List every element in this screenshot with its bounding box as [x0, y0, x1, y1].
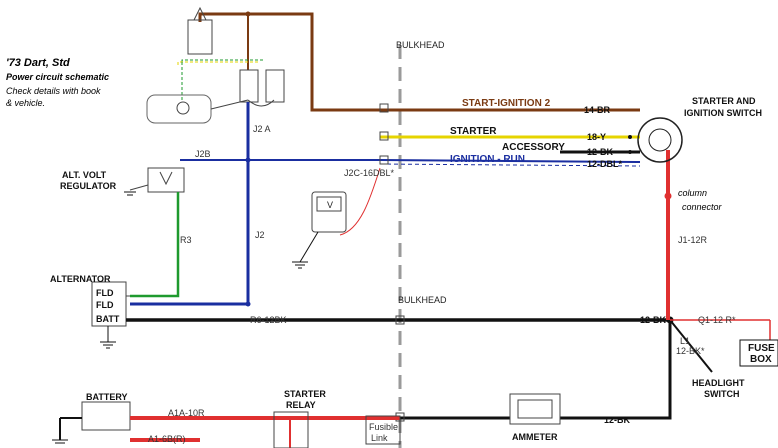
- switch-terminal-starter: [628, 135, 632, 139]
- fusible-link: [365, 415, 401, 445]
- wire-12bk-acc-label: 12-BK: [587, 147, 614, 157]
- start-ign2-label: START-IGNITION 2: [462, 98, 551, 109]
- headlight-label-2: SWITCH: [704, 389, 740, 399]
- column-label-2: connector: [682, 202, 723, 212]
- ignition-switch: [637, 117, 683, 163]
- ballast-link: [247, 99, 275, 107]
- battery: [81, 401, 131, 431]
- brown-junction: [245, 11, 251, 17]
- blue-junction-top: [245, 157, 251, 163]
- a1a-label: A1A-10R: [168, 408, 205, 418]
- fld-label-2: FLD: [96, 300, 114, 310]
- voltmeter-v-label: V: [327, 200, 333, 210]
- r6-label: R6-12BK: [250, 315, 287, 325]
- battery-ground-icon: [52, 439, 68, 444]
- starter-relay: [273, 411, 309, 448]
- j2b-label: J2B: [195, 149, 211, 159]
- meter-ground-icon: [292, 261, 308, 269]
- j2-label: J2: [255, 230, 265, 240]
- accessory-label: ACCESSORY: [502, 142, 565, 153]
- headlight-label-1: HEADLIGHT: [692, 378, 745, 388]
- alternator-ground-icon: [100, 341, 116, 349]
- fusible-label-2: Link: [371, 433, 388, 443]
- switch-terminal-acc: [628, 150, 632, 154]
- column-label-1: column: [678, 188, 707, 198]
- diagram-title: '73 Dart, Std: [6, 57, 70, 69]
- fld-label-1: FLD: [96, 288, 114, 298]
- brown-wire-start-ign2: [198, 12, 640, 112]
- j1-12r-label: J1-12R: [678, 235, 708, 245]
- j2a-label: J2 A: [253, 124, 271, 134]
- note-line-2: & vehicle.: [6, 98, 45, 108]
- black-wire-ammeter: [560, 320, 672, 420]
- a1-6b-label: A1-6B(R): [148, 434, 186, 444]
- battery-label: BATTERY: [86, 392, 128, 402]
- wire-18y-label: 18-Y: [587, 132, 606, 142]
- distributor-rotor: [176, 101, 190, 115]
- distributor-lead: [210, 99, 249, 110]
- blue-dash-wire: [379, 163, 641, 167]
- diagram-subtitle: Power circuit schematic: [6, 72, 109, 82]
- ballast-resistor-2: [265, 69, 285, 103]
- wire-12bk-main-label: 12-BK: [640, 315, 667, 325]
- alternator-label: ALTERNATOR: [50, 274, 111, 284]
- ammeter-face: [517, 399, 553, 419]
- voltmeter-display: [316, 196, 342, 212]
- ign-run-label: IGNITION - RUN: [450, 154, 525, 165]
- bulkhead-label-mid: BULKHEAD: [398, 295, 447, 305]
- regulator-contacts: [159, 171, 173, 186]
- starter-relay-label-2: RELAY: [286, 400, 316, 410]
- ignition-coil: [187, 19, 213, 55]
- ammeter-label: AMMETER: [512, 432, 558, 442]
- l1-label-1: L1: [680, 336, 690, 346]
- wire-12bk-amm-label: 12-BK: [604, 415, 631, 425]
- yellow-dash-wire: [177, 61, 260, 65]
- fusible-label-1: Fusible: [369, 422, 398, 432]
- voltmeter: [311, 191, 347, 233]
- fuse-box-label-1: FUSE: [748, 343, 775, 354]
- bulkhead-connectors: [379, 103, 405, 422]
- regulator-label-2: REGULATOR: [60, 181, 117, 191]
- j2c-label: J2C-16DBL*: [344, 168, 395, 178]
- starter-relay-label-1: STARTER: [284, 389, 326, 399]
- batt-label: BATT: [96, 314, 120, 324]
- red-thin-meter-wire: [339, 167, 381, 236]
- starter-label: STARTER: [450, 126, 497, 137]
- column-connector-dot: [664, 192, 672, 200]
- blue-junction-bottom: [245, 301, 251, 307]
- note-line-1: Check details with book: [6, 86, 101, 96]
- wire-12dbl-label: 12-DBL*: [587, 159, 623, 169]
- fuse-box: [739, 339, 778, 367]
- r3-label: R3: [180, 235, 192, 245]
- l1-label-2: 12-BK*: [676, 346, 705, 356]
- distributor: [146, 94, 212, 124]
- fuse-box-label-2: BOX: [750, 354, 772, 365]
- regulator-label-1: ALT. VOLT: [62, 170, 107, 180]
- black-wire-headlight: [669, 319, 713, 373]
- regulator-ground-icon: [124, 191, 136, 196]
- switch-label-2: IGNITION SWITCH: [684, 108, 762, 118]
- ballast-resistor-1: [239, 69, 259, 103]
- green-dash-wire: [181, 59, 265, 62]
- wire-14br-label: 14-BR: [584, 105, 611, 115]
- regulator-ground-lead: [129, 184, 149, 191]
- ammeter: [509, 393, 561, 425]
- q1-label: Q1-12 R*: [698, 315, 736, 325]
- coil-terminal: [193, 6, 207, 21]
- switch-label-1: STARTER AND: [692, 96, 756, 106]
- meter-ground-lead: [299, 231, 319, 263]
- voltage-regulator: [147, 167, 185, 193]
- ignition-switch-inner: [648, 128, 672, 152]
- bulkhead-label-top: BULKHEAD: [396, 40, 445, 50]
- alternator: [91, 281, 127, 327]
- green-wire-r3: [130, 192, 180, 298]
